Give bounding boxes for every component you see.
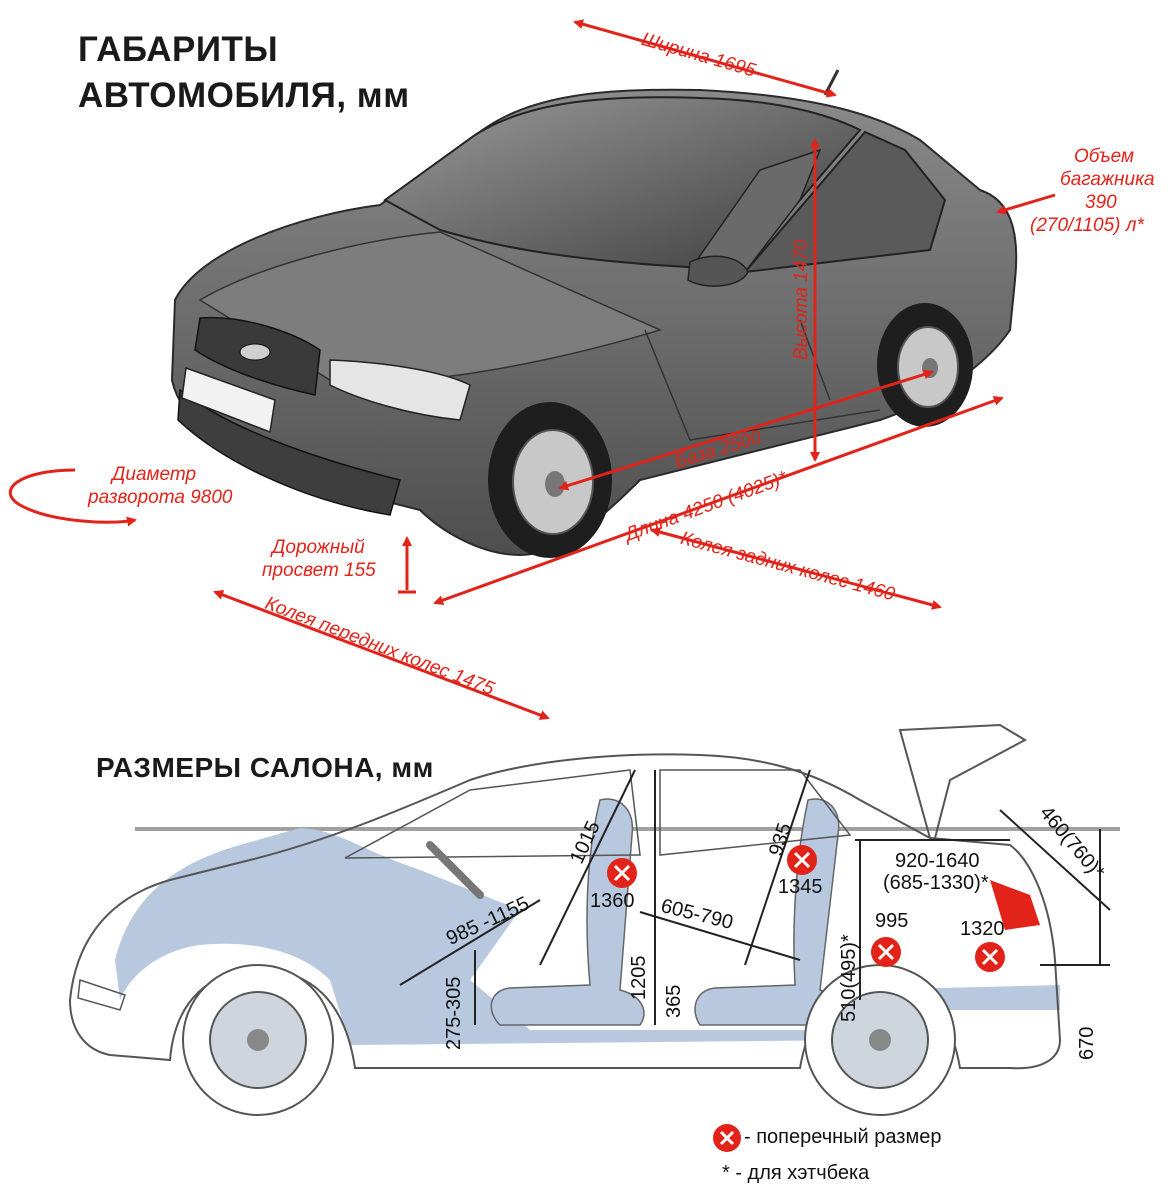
trunk-length-label-line2: (685-1330)* [883,872,989,894]
trunk-label-line2: багажника [1060,169,1155,190]
trunk-label-line4: (270/1105) л* [1030,215,1144,236]
trunk-width-front-label: 995 [875,910,909,932]
trunk-height-label: 510(495)* [838,934,860,1022]
rear-legroom-line [639,911,801,961]
car-body [170,69,1018,557]
legend-star-text: * - для хэтчбека [722,1162,870,1184]
cross-marker-front [607,858,637,888]
exterior-title-line1: ГАБАРИТЫ [78,30,279,69]
legend-cross-icon [713,1124,741,1152]
legend-cross-text: - поперечный размер [744,1126,942,1148]
front-legroom-line [399,899,541,986]
clearance-label-line1: Дорожный [272,537,365,558]
cross-marker-trunk-rear [975,942,1005,972]
front-headroom-line [539,769,636,966]
cross-markers [607,845,1005,1152]
trunk-label-line1: Объем [1074,146,1135,167]
trunk-opening-line [999,809,1111,911]
clearance-label-line2: просвет 155 [262,560,376,581]
trunk-highlight [990,880,1040,930]
interior-title: РАЗМЕРЫ САЛОНА, мм [96,752,434,783]
exterior-title-line2: АВТОМОБИЛЯ, мм [78,76,410,115]
interior-rear-wheel [804,964,956,1116]
dimension-lines-interior [399,769,1111,1025]
trunk-width-rear-label: 1320 [960,918,1005,940]
headlight-outline [77,978,126,1011]
cross-marker-trunk-front [871,937,901,967]
front-seat-height-label: 275-305 [443,976,465,1050]
turning-label-line1: Диаметр [112,464,197,485]
dimension-arrows-exterior [8,19,1056,720]
interior-front-wheel [182,964,334,1116]
turning-label-line2: разворота 9800 [88,487,233,508]
steering-column [426,841,484,899]
sill-height-label: 670 [1076,1026,1098,1060]
trunk-label-line3: 390 [1085,192,1117,213]
trunk-arrow [996,193,1056,215]
rear-width-label: 1345 [778,876,823,898]
width-arrow [573,19,837,98]
turning-arrow [8,468,137,527]
front-window [344,769,641,859]
cross-marker-rear [787,845,817,875]
front-track-arrow [213,590,550,720]
front-width-label: 1360 [590,890,635,912]
rear-headroom-line [744,769,811,966]
rear-track-arrow [650,527,942,610]
length-arrow [433,396,1004,605]
rear-window [659,769,852,856]
floor-height-label: 365 [663,984,685,1018]
interior-floor-front [115,828,520,1000]
trunk-lid [898,723,1028,839]
trunk-length-label-line1: 920-1640 [895,850,980,872]
cabin-height-label: 1205 [628,955,650,1001]
